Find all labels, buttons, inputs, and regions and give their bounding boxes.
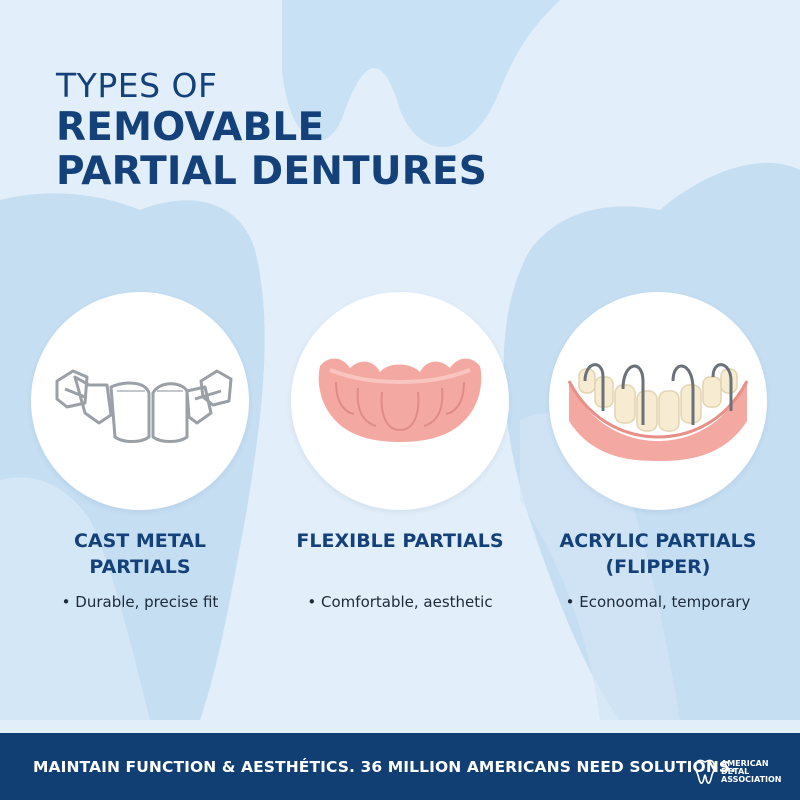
tooth-logo-icon (694, 759, 716, 784)
title-line-3: PARTIAL DENTURES (56, 149, 488, 194)
card-description: • Durable, precise fit (61, 593, 219, 611)
card-flexible: FLEXIBLE PARTIALS • Comfortable, aesthet… (290, 292, 510, 612)
card-image-circle (31, 292, 249, 510)
ada-logo: AMERICAN DETAL ASSOCIATION (694, 759, 782, 785)
ada-logo-text: AMERICAN DETAL ASSOCIATION (721, 759, 782, 784)
card-image-circle (291, 292, 509, 510)
title-line-2: REMOVABLE (56, 105, 325, 150)
card-cast-metal: CAST METAL PARTIALS • Durable, precise f… (30, 292, 250, 612)
card-description: • Econoomal, temporary (565, 593, 751, 611)
card-image-circle (549, 292, 767, 510)
card-title: CAST METAL PARTIALS (73, 530, 207, 578)
footer-text: MAINTAIN FUNCTION & AESTHÉTICS. 36 MILLI… (33, 757, 737, 776)
page-title: TYPES OF REMOVABLE PARTIAL DENTURES (56, 66, 487, 194)
footer-banner: MAINTAIN FUNCTION & AESTHÉTICS. 36 MILLI… (0, 733, 800, 800)
flexible-gum-icon (318, 358, 482, 442)
card-acrylic: ACRYLIC PARTIALS (FLIPPER) • Econoomal, … (548, 292, 768, 612)
title-line-1: TYPES OF (56, 66, 218, 105)
card-title: ACRYLIC PARTIALS (FLIPPER) (559, 530, 757, 578)
card-title: FLEXIBLE PARTIALS (296, 530, 504, 552)
card-description: • Comfortable, aesthetic (307, 593, 493, 611)
metal-frame-icon (55, 369, 233, 443)
acrylic-denture-icon (567, 363, 749, 461)
